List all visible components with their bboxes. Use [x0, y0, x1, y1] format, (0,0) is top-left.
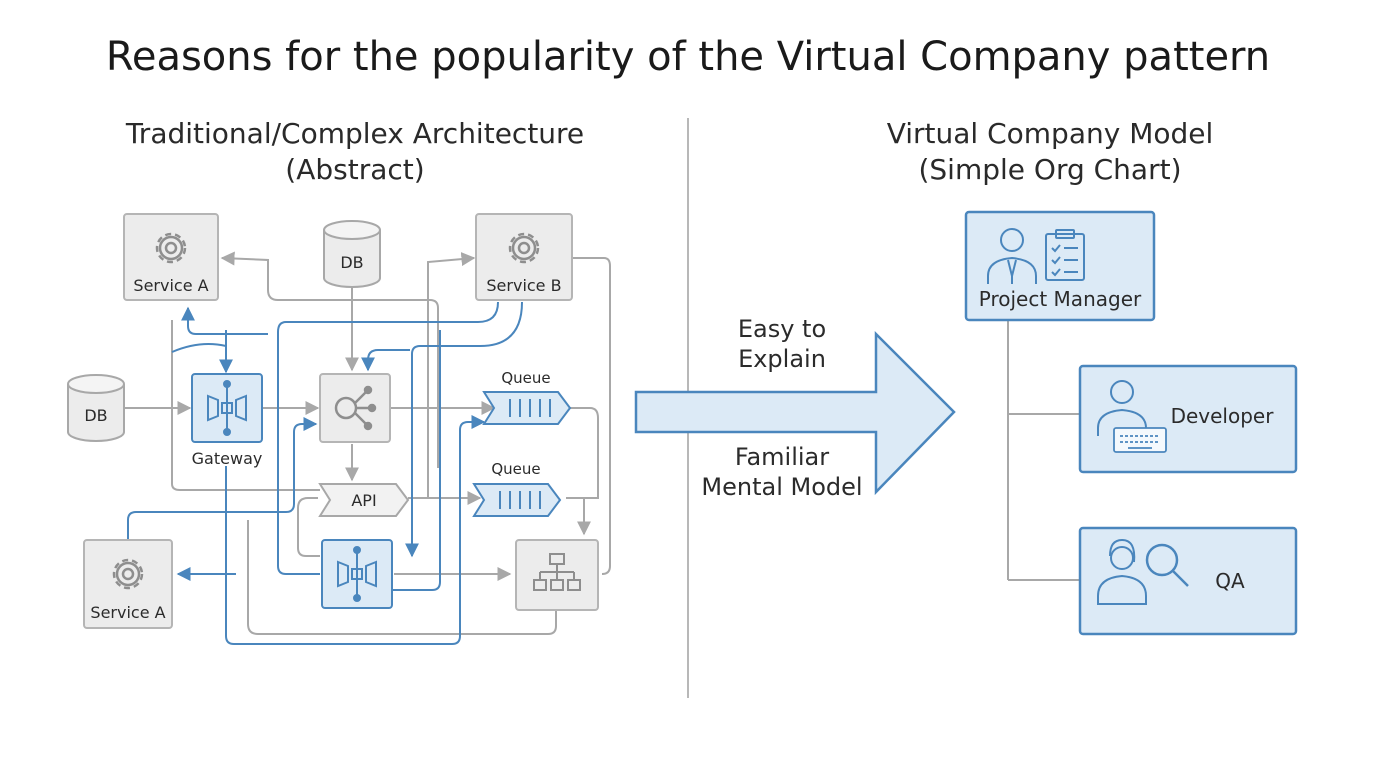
hub-node — [319, 373, 391, 443]
queue-bars-icon — [499, 491, 541, 509]
queue-bottom-label: Queue — [491, 460, 540, 478]
edge-router-up — [392, 330, 441, 591]
arrow-top-line2: Explain — [738, 345, 826, 373]
org-chart-connectors — [1007, 320, 1080, 581]
edge-gateway-to-queue — [225, 415, 486, 645]
edge-queue-link — [566, 407, 599, 499]
qa-label: QA — [1215, 569, 1245, 593]
arrow-top-line1: Easy to — [738, 315, 826, 343]
edge-org-bottom-loop — [247, 520, 557, 635]
right-heading: Virtual Company Model (Simple Org Chart) — [830, 116, 1270, 188]
edge-api-to-service-b — [418, 252, 476, 499]
project-manager-label: Project Manager — [979, 287, 1142, 311]
left-heading-line2: (Abstract) — [285, 153, 425, 186]
edge-to-service-a — [220, 251, 439, 468]
gear-icon — [112, 558, 144, 590]
project-manager-card: Project Manager — [964, 210, 1156, 322]
left-heading: Traditional/Complex Architecture (Abstra… — [90, 116, 620, 188]
api-label: API — [351, 491, 376, 510]
db-left-node: DB — [67, 374, 125, 442]
magnifier-icon — [1145, 543, 1189, 587]
edge-to-service-a-top — [181, 306, 268, 335]
keyboard-icon — [1113, 427, 1167, 453]
gateway-icon — [207, 380, 247, 436]
transition-arrow: Easy to Explain Familiar Mental Model — [634, 315, 956, 501]
gear-icon — [508, 232, 540, 264]
queue-top-label: Queue — [501, 369, 550, 387]
architecture-edges — [124, 251, 611, 645]
edge-service-a-to-api — [171, 320, 320, 491]
edge-service-a-bottom-to-hub — [127, 417, 318, 540]
queue-bottom-node: Queue — [472, 460, 562, 517]
queue-bars-icon — [509, 399, 551, 417]
api-node: API — [318, 483, 410, 517]
db-left-label: DB — [84, 406, 107, 425]
edge-api-to-router — [297, 497, 320, 557]
gateway-node: Gateway — [191, 373, 263, 468]
gear-icon — [155, 232, 187, 264]
arrow-bottom-line1: Familiar — [735, 443, 829, 471]
gateway-icon — [337, 546, 377, 602]
clipboard-icon — [1045, 229, 1085, 281]
db-top-label: DB — [340, 253, 363, 272]
right-heading-line1: Virtual Company Model — [886, 117, 1214, 150]
arrow-bottom-line2: Mental Model — [701, 473, 862, 501]
developer-card: Developer — [1078, 364, 1298, 474]
edge-service-b-to-router — [277, 301, 499, 575]
router-node — [321, 539, 393, 609]
developer-label: Developer — [1171, 404, 1275, 428]
edge-service-b-loop — [572, 257, 611, 575]
hierarchy-icon — [533, 553, 581, 591]
queue-top-node: Queue — [482, 369, 572, 425]
big-arrow-icon — [634, 330, 956, 496]
hierarchy-node — [515, 539, 599, 611]
service-a-bottom-label: Service A — [90, 603, 165, 622]
service-a-bottom-node: Service A — [83, 539, 173, 629]
left-heading-line1: Traditional/Complex Architecture — [125, 117, 585, 150]
right-heading-line2: (Simple Org Chart) — [918, 153, 1182, 186]
qa-person-icon — [1097, 538, 1147, 605]
service-b-node: Service B — [475, 213, 573, 301]
service-b-label: Service B — [486, 276, 561, 295]
service-a-top-label: Service A — [133, 276, 208, 295]
db-top-node: DB — [323, 220, 381, 288]
manager-person-icon — [987, 228, 1037, 284]
service-a-top-node: Service A — [123, 213, 219, 301]
edge-service-b-to-router-b — [405, 301, 523, 558]
developer-person-icon — [1097, 380, 1147, 436]
page-title: Reasons for the popularity of the Virtua… — [105, 34, 1271, 80]
gateway-label: Gateway — [192, 449, 263, 468]
qa-card: QA — [1078, 526, 1298, 636]
share-icon — [334, 385, 377, 431]
edge-service-a-curve — [171, 343, 227, 353]
edge-to-hub-top — [361, 349, 410, 372]
